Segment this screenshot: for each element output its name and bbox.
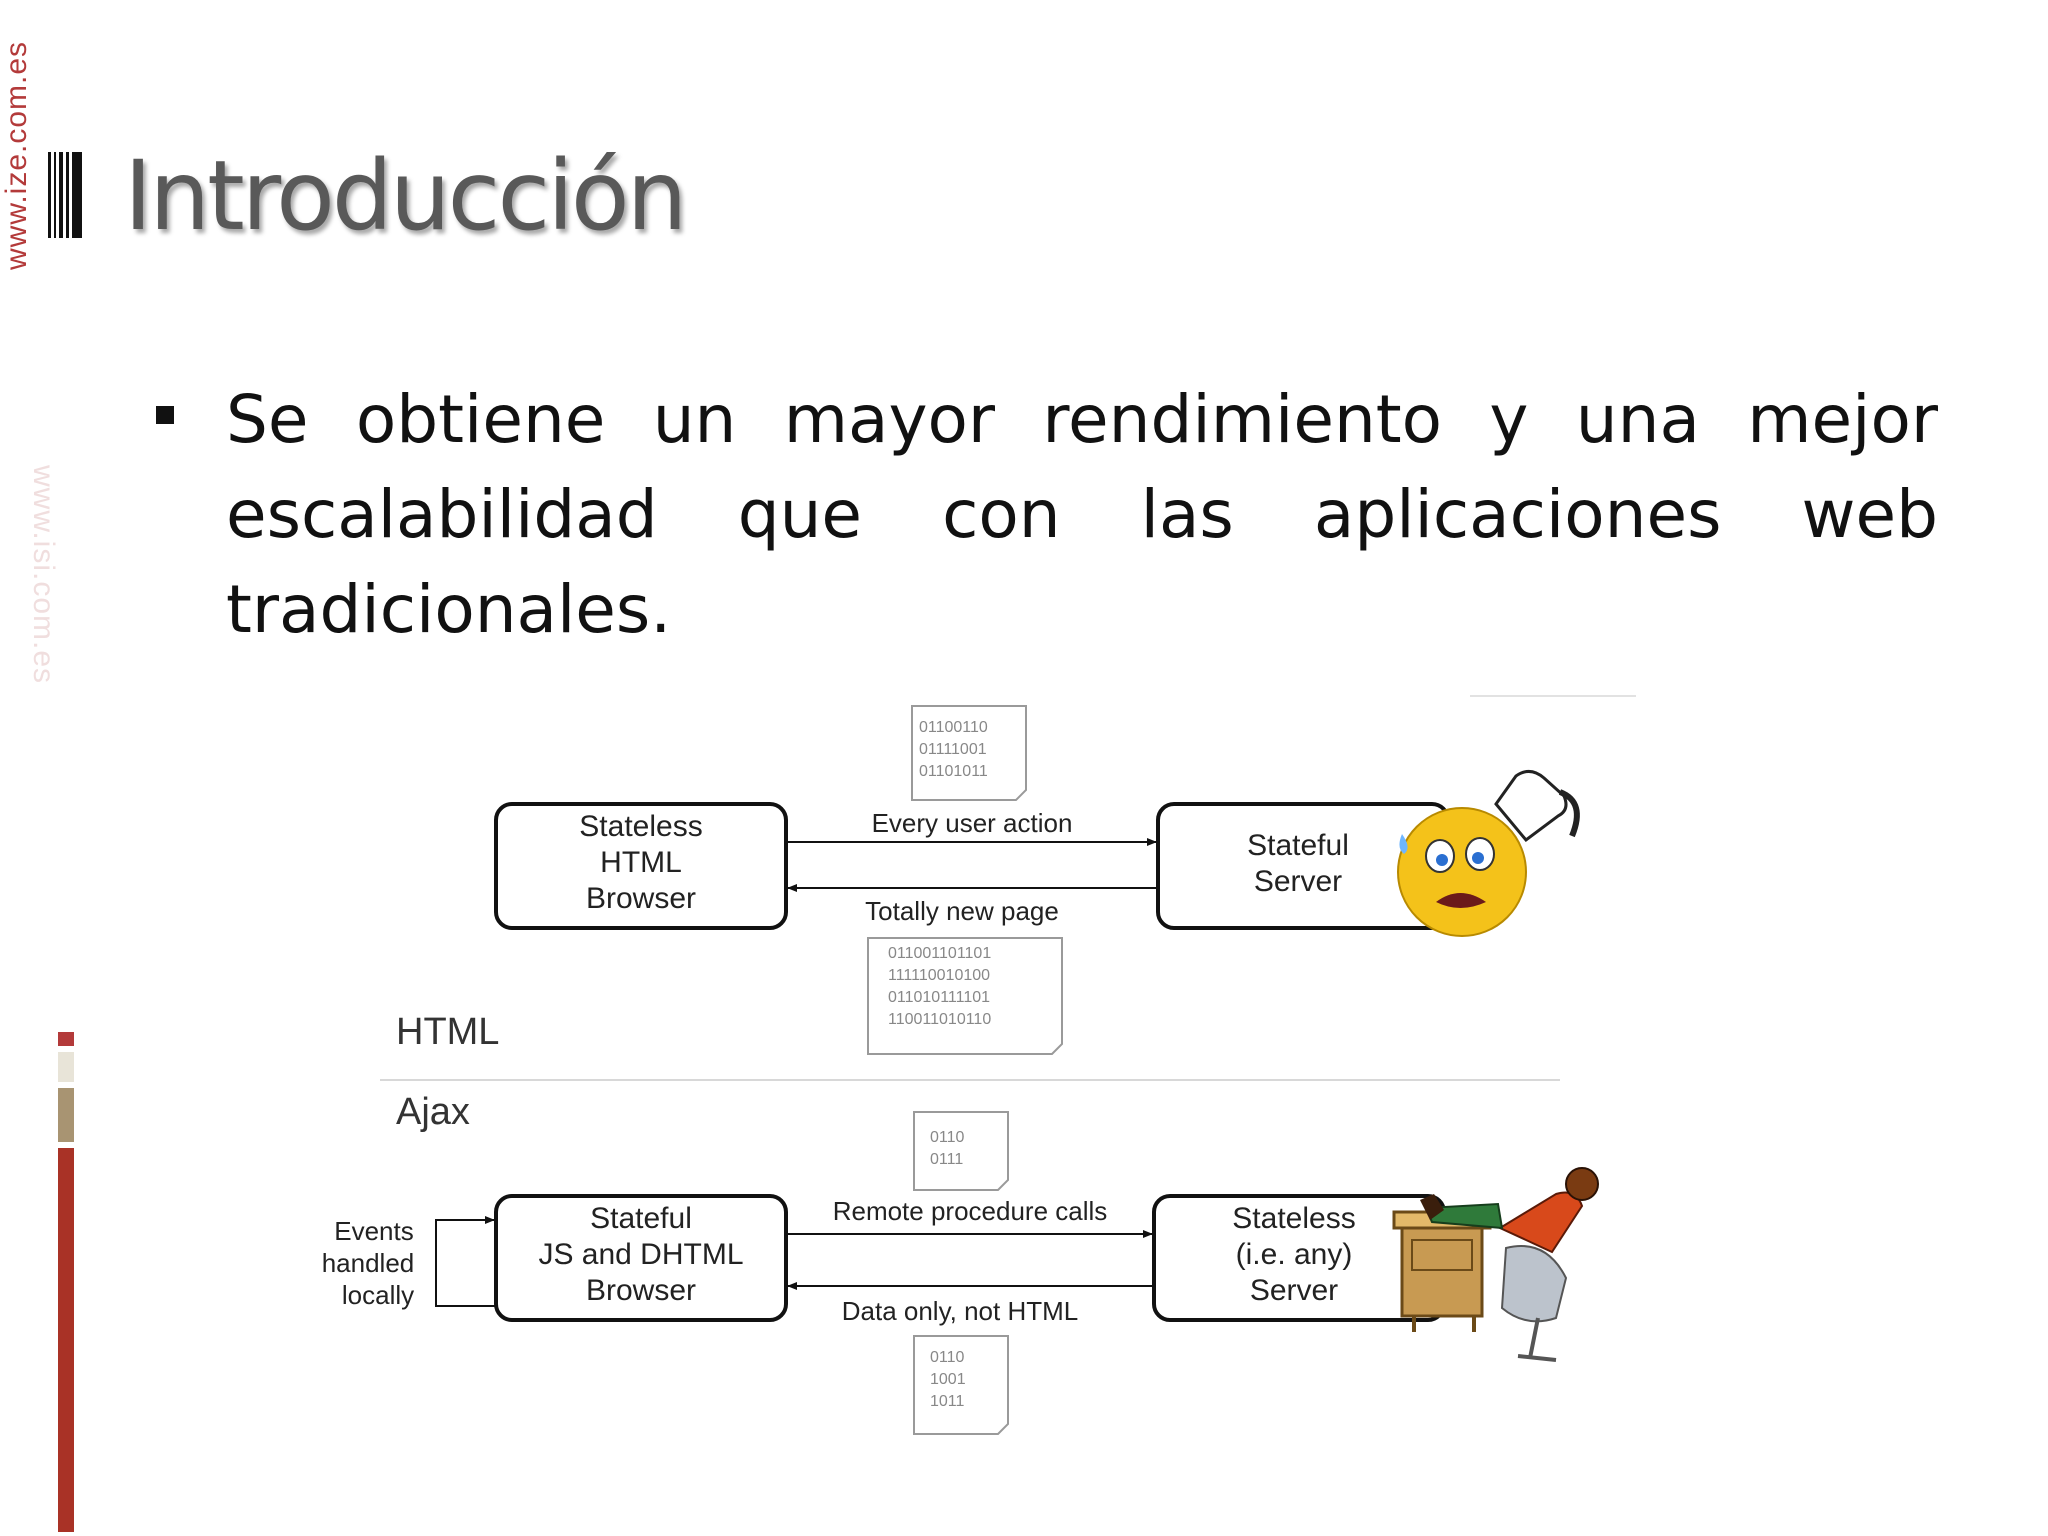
doc-line: 111110010100 — [888, 967, 990, 984]
stateful-js-browser-box: Stateful JS and DHTML Browser — [494, 1194, 788, 1322]
rpc-label: Remote procedure calls — [833, 1196, 1108, 1226]
doc-line: 011001101101 — [888, 945, 991, 962]
svg-text:Stateful: Stateful — [1247, 829, 1349, 862]
slide-title: Introducción — [124, 140, 687, 252]
doc-line: 1001 — [930, 1371, 966, 1388]
doc-line: 01100110 — [919, 719, 988, 736]
worried-face-icon — [1397, 770, 1580, 937]
svg-text:HTML: HTML — [600, 846, 682, 879]
stateful-server-box: Stateful Server — [1156, 802, 1450, 930]
response-binary-doc: 011001101101 111110010100 011010111101 1… — [867, 937, 1063, 1055]
doc-line: 110011010110 — [888, 1011, 991, 1028]
accent-segment-tan — [58, 1088, 74, 1142]
request-binary-doc: 01100110 01111001 01101011 — [911, 705, 1027, 801]
local-events-loop — [435, 1216, 496, 1307]
ajax-section-label: Ajax — [396, 1091, 470, 1133]
events-label-line: handled — [322, 1248, 415, 1278]
doc-line: 0110 — [930, 1129, 965, 1146]
data-label: Data only, not HTML — [842, 1296, 1079, 1326]
svg-text:Server: Server — [1254, 865, 1342, 898]
doc-line: 0110 — [930, 1349, 965, 1366]
svg-text:(i.e. any): (i.e. any) — [1236, 1238, 1353, 1271]
svg-text:Stateful: Stateful — [590, 1202, 692, 1235]
doc-line: 1011 — [930, 1393, 965, 1410]
rpc-binary-doc: 0110 0111 — [913, 1111, 1009, 1191]
doc-line: 01111001 — [919, 741, 987, 758]
doc-line: 01101011 — [919, 763, 988, 780]
relaxed-man-at-desk-icon — [1392, 1167, 1599, 1362]
svg-text:Browser: Browser — [586, 1274, 696, 1307]
watermark-url-bottom: www.isi.com.es — [27, 465, 60, 685]
stateless-browser-box: Stateless HTML Browser — [494, 802, 788, 930]
request-label: Every user action — [872, 808, 1073, 838]
accent-segment-red — [58, 1032, 74, 1046]
data-binary-doc: 0110 1001 1011 — [913, 1335, 1009, 1435]
html-section-label: HTML — [396, 1011, 499, 1053]
html-vs-ajax-diagram: 01100110 01111001 01101011 Stateless HTM… — [322, 695, 1636, 1435]
svg-text:Browser: Browser — [586, 882, 696, 915]
accent-segment-cream — [58, 1052, 74, 1082]
accent-segment-brick — [58, 1148, 74, 1532]
title-bars-icon — [48, 152, 82, 238]
stateless-server-box: Stateless (i.e. any) Server — [1152, 1194, 1446, 1322]
response-label: Totally new page — [865, 896, 1059, 926]
svg-text:Stateless: Stateless — [579, 810, 702, 843]
bullet-marker — [156, 406, 174, 424]
doc-line: 011010111101 — [888, 989, 990, 1006]
svg-text:Server: Server — [1250, 1274, 1338, 1307]
events-label-line: locally — [342, 1280, 414, 1310]
doc-line: 0111 — [930, 1151, 963, 1168]
svg-text:Stateless: Stateless — [1232, 1202, 1355, 1235]
bullet-text: Se obtiene un mayor rendimiento y una me… — [226, 381, 1938, 648]
events-label-line: Events — [334, 1216, 414, 1246]
svg-text:JS and DHTML: JS and DHTML — [538, 1238, 743, 1271]
